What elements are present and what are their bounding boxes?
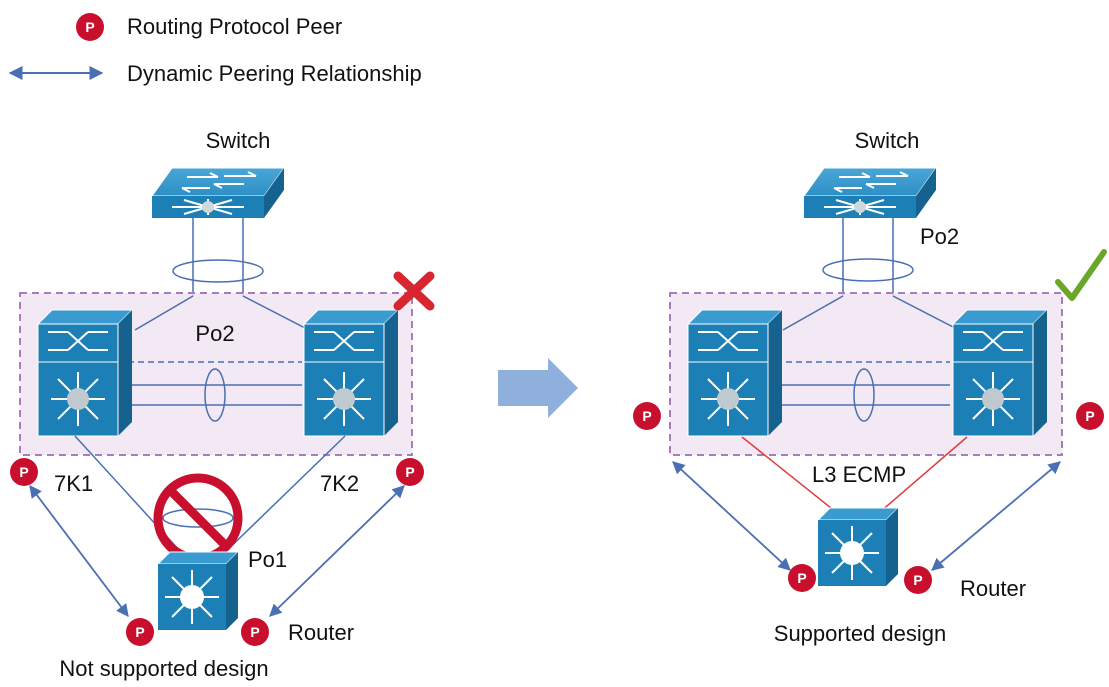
right-po2-bundle — [822, 258, 914, 282]
check-mark-icon — [1055, 249, 1107, 301]
legend: P Routing Protocol Peer Dynamic Peering … — [8, 13, 422, 86]
svg-text:P: P — [1085, 408, 1094, 424]
right-design: Switch Po2 L3 ECMP P P — [633, 128, 1107, 646]
svg-text:P: P — [405, 464, 414, 480]
left-peer-badge-router-1: P — [126, 618, 154, 646]
svg-text:P: P — [19, 464, 28, 480]
right-peer-badge-7k1: P — [633, 402, 661, 430]
right-arrow-icon — [498, 358, 578, 418]
prohibited-icon — [153, 473, 243, 563]
right-switch-icon — [803, 167, 937, 219]
right-7k2-icon — [952, 309, 1048, 437]
left-peer-badge-router-2: P — [241, 618, 269, 646]
legend-peer-badge-text: P — [85, 19, 94, 35]
left-switch-icon — [151, 167, 285, 219]
right-switch-label: Switch — [855, 128, 920, 153]
left-design: Switch Po2 Po1 7K1 7K2 — [10, 128, 435, 681]
right-po2-label: Po2 — [920, 224, 959, 249]
svg-text:P: P — [642, 408, 651, 424]
svg-text:P: P — [250, 624, 259, 640]
x-mark-icon — [393, 271, 435, 311]
left-peer-badge-7k2: P — [396, 458, 424, 486]
left-po1-label: Po1 — [248, 547, 287, 572]
right-ecmp-label: L3 ECMP — [812, 462, 906, 487]
right-caption: Supported design — [774, 621, 946, 646]
legend-peer-label: Routing Protocol Peer — [127, 14, 342, 39]
right-ecmp-link-2 — [879, 436, 968, 513]
left-po2-label: Po2 — [195, 321, 234, 346]
left-router-label: Router — [288, 620, 354, 645]
left-peer-badge-7k1: P — [10, 458, 38, 486]
left-po2-bundle — [172, 259, 264, 283]
svg-text:P: P — [135, 624, 144, 640]
svg-text:P: P — [797, 570, 806, 586]
right-peer-badge-7k2: P — [1076, 402, 1104, 430]
right-peer-badge-router-2: P — [904, 566, 932, 594]
left-peering-arrow-2 — [269, 485, 405, 617]
left-7k1-icon — [37, 309, 133, 437]
right-router-icon — [817, 507, 899, 587]
left-peer-link-bundle — [204, 368, 226, 422]
right-peering-arrow-2 — [931, 461, 1061, 571]
right-7k1-icon — [687, 309, 783, 437]
left-7k1-label: 7K1 — [54, 471, 93, 496]
left-caption: Not supported design — [59, 656, 268, 681]
left-peering-arrow-1 — [29, 484, 129, 618]
legend-peer-badge-icon: P — [76, 13, 104, 41]
left-7k2-icon — [303, 309, 399, 437]
right-peer-badge-router-1: P — [788, 564, 816, 592]
right-peer-link-bundle — [853, 368, 875, 422]
legend-relationship-label: Dynamic Peering Relationship — [127, 61, 422, 86]
right-peering-arrow-1 — [672, 461, 791, 571]
left-router-icon — [157, 551, 239, 631]
left-7k2-label: 7K2 — [320, 471, 359, 496]
svg-text:P: P — [913, 572, 922, 588]
left-switch-label: Switch — [206, 128, 271, 153]
right-router-label: Router — [960, 576, 1026, 601]
